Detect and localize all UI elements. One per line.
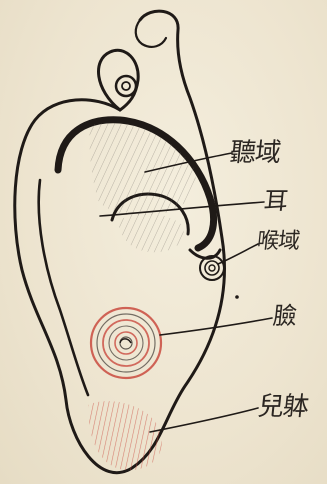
red-spiral (91, 308, 161, 378)
antihelix-curve (39, 180, 88, 395)
label-hearing-region: 聽域 (229, 140, 282, 166)
label-throat-region: 喉域 (256, 231, 300, 253)
shade-concha (118, 213, 184, 252)
ear-upper-ring-inner (122, 82, 130, 90)
label-ear: 耳 (263, 189, 289, 213)
ear-upper-ring (116, 76, 136, 96)
throat-spiral (200, 256, 224, 280)
shade-lobe-red (88, 401, 162, 470)
label-child-body: 兒躰 (257, 394, 310, 420)
label-face: 臉 (272, 304, 298, 328)
ear-top-notch (136, 20, 166, 47)
shade-upper (89, 123, 195, 215)
ink-dot (235, 295, 239, 299)
